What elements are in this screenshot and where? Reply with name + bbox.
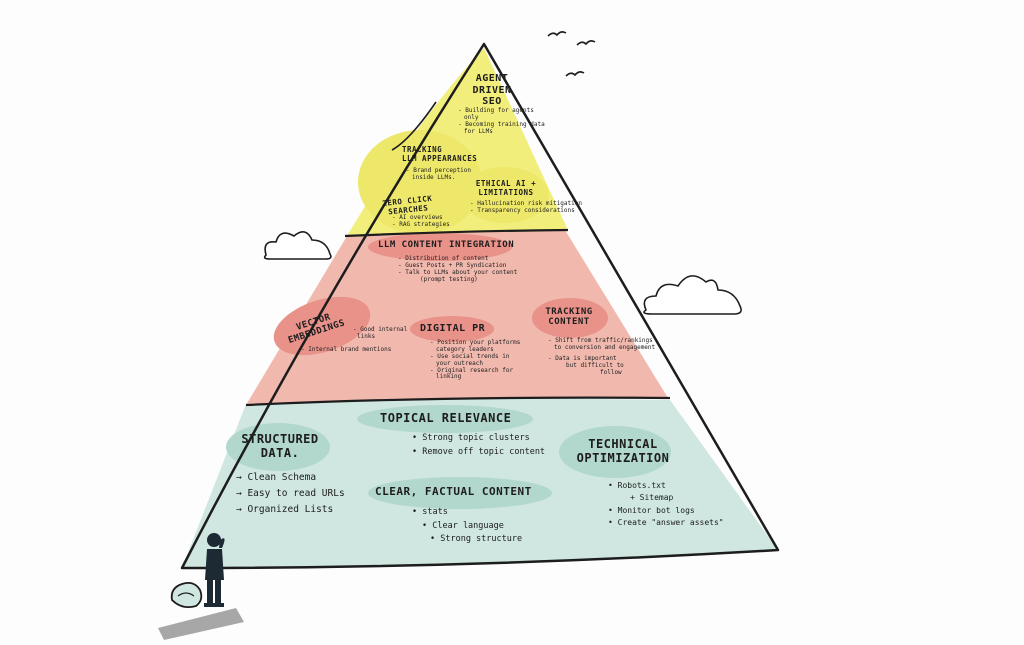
person-icon bbox=[204, 533, 225, 607]
digital-pr-highlight bbox=[410, 316, 494, 342]
list-item: • stats bbox=[412, 507, 448, 517]
list-item: - Becoming training data bbox=[458, 120, 545, 128]
list-item: • Strong topic clusters bbox=[412, 433, 530, 443]
digital-pr-list: - Position your platforms category leade… bbox=[430, 339, 521, 381]
list-item: - Talk to LLMs about your content bbox=[398, 268, 518, 276]
top-tier-highlight-2 bbox=[461, 167, 549, 223]
list-item: - Use social trends in bbox=[430, 352, 510, 360]
list-item: - Brand perception bbox=[406, 167, 472, 174]
list-item: - Guest Posts + PR Syndication bbox=[398, 261, 507, 269]
topical-relevance-list: • Strong topic clusters • Remove off top… bbox=[412, 432, 545, 459]
llm-content-title: LLM CONTENT INTEGRATION bbox=[378, 240, 515, 250]
cloud-icon bbox=[263, 231, 332, 260]
list-item: - AI overviews bbox=[392, 214, 443, 221]
technical-highlight bbox=[559, 426, 671, 478]
technical-optimization-list: • Robots.txt + Sitemap • Monitor bot log… bbox=[608, 480, 724, 530]
llm-content-highlight bbox=[368, 233, 512, 261]
list-item: - Good internal bbox=[353, 326, 408, 333]
list-item: → Clean Schema bbox=[236, 472, 317, 483]
list-item: - RAG strategies bbox=[392, 220, 450, 228]
list-item: - Position your platforms bbox=[430, 339, 521, 346]
list-item: but difficult to bbox=[566, 361, 624, 369]
list-item: • Remove off topic content bbox=[412, 446, 546, 457]
llm-content-list: - Distribution of content - Guest Posts … bbox=[398, 255, 518, 284]
agent-driven-seo-title: AGENT DRIVEN SEO bbox=[472, 73, 512, 107]
list-item: - Hallucination risk mitigation bbox=[470, 200, 582, 207]
pyramid-outline bbox=[180, 42, 780, 570]
vector-embeddings-list: - Good internal links - Internal brand m… bbox=[297, 326, 408, 354]
list-item: (prompt testing) bbox=[420, 275, 478, 283]
list-item: follow bbox=[600, 368, 622, 376]
structured-data-title: STRUCTURED DATA. bbox=[241, 432, 319, 460]
tracking-llm-title: TRACKING LLM APPEARANCES bbox=[402, 145, 478, 163]
list-item: - Data is important bbox=[548, 354, 617, 362]
ethical-ai-title: ETHICAL AI + LIMITATIONS bbox=[475, 179, 537, 197]
list-item: links bbox=[357, 332, 376, 340]
list-item: for LLMs bbox=[464, 127, 493, 135]
pyramid-upper-divider bbox=[344, 228, 569, 238]
list-item: - Distribution of content bbox=[398, 255, 489, 262]
list-item: • Monitor bot logs bbox=[608, 505, 695, 515]
list-item: • Clear language bbox=[422, 520, 504, 531]
top-tier-highlight bbox=[358, 130, 482, 234]
tracking-content-title: TRACKING CONTENT bbox=[545, 307, 593, 328]
bird-icon bbox=[547, 31, 567, 37]
technical-optimization-title: TECHNICAL OPTIMIZATION bbox=[576, 437, 670, 465]
list-item: • Robots.txt bbox=[608, 481, 666, 490]
list-item: - Building for agents bbox=[458, 107, 534, 114]
list-item: category leaders bbox=[436, 345, 494, 353]
tracking-content-highlight bbox=[532, 298, 608, 338]
agent-driven-seo-list: - Building for agents only - Becoming tr… bbox=[458, 107, 545, 136]
topical-relevance-highlight bbox=[357, 405, 533, 433]
list-item: your outreach bbox=[436, 359, 483, 367]
digital-pr-title: DIGITAL PR bbox=[420, 323, 486, 334]
list-item: + Sitemap bbox=[630, 493, 674, 503]
zero-click-list: - AI overviews - RAG strategies bbox=[392, 214, 450, 229]
clear-factual-list: • stats • Clear language • Strong struct… bbox=[412, 506, 522, 547]
list-item: only bbox=[464, 113, 479, 121]
structured-data-list: → Clean Schema → Easy to read URLs → Org… bbox=[236, 470, 345, 518]
list-item: - Shift from traffic/rankings bbox=[548, 337, 653, 344]
list-item: linking bbox=[436, 373, 462, 381]
list-item: inside LLMs. bbox=[412, 173, 456, 181]
pyramid-sketch-stroke bbox=[391, 101, 437, 151]
list-item: - Internal brand mentions bbox=[301, 345, 392, 353]
list-item: - Original research for bbox=[430, 366, 514, 374]
cloud-icon bbox=[643, 275, 742, 315]
vector-embeddings-highlight bbox=[273, 296, 371, 356]
list-item: to conversion and engagement bbox=[554, 343, 656, 351]
clear-factual-highlight bbox=[368, 477, 552, 509]
rock-detail bbox=[177, 592, 195, 597]
list-item: - Transparency considerations bbox=[470, 206, 575, 214]
list-item: → Easy to read URLs bbox=[236, 488, 345, 500]
topical-relevance-title: TOPICAL RELEVANCE bbox=[380, 411, 512, 425]
bird-icon bbox=[565, 71, 585, 77]
pyramid-lower-divider bbox=[245, 396, 671, 407]
ethical-ai-list: - Hallucination risk mitigation - Transp… bbox=[470, 200, 582, 215]
list-item: → Organized Lists bbox=[236, 504, 334, 516]
rock-icon bbox=[170, 581, 203, 609]
figure-shadow bbox=[158, 608, 244, 640]
clear-factual-title: CLEAR, FACTUAL CONTENT bbox=[375, 485, 532, 498]
tracking-llm-list: - Brand perception inside LLMs. bbox=[406, 167, 472, 182]
bird-icon bbox=[576, 40, 596, 46]
tracking-content-list: - Shift from traffic/rankings to convers… bbox=[548, 337, 656, 376]
list-item: • Strong structure bbox=[430, 534, 523, 545]
list-item: • Create "answer assets" bbox=[608, 518, 724, 528]
